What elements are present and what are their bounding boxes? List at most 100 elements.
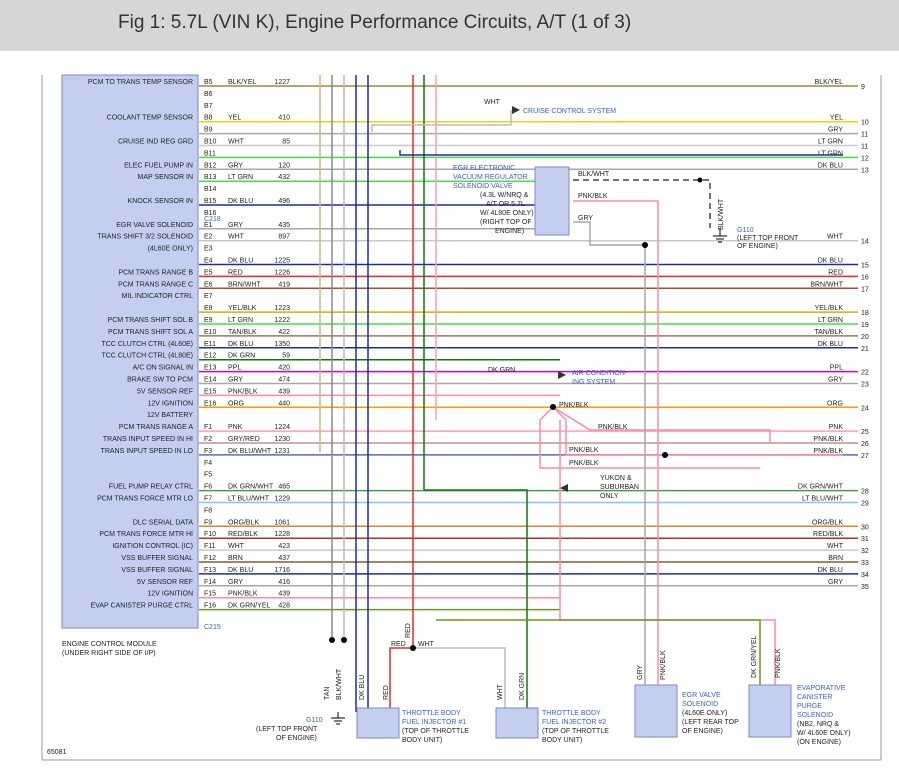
pin-function-label: 12V BATTERY [147,412,193,419]
wire-color-label: TAN/BLK [228,329,257,336]
pin-function-label: 12V IGNITION [147,400,193,407]
continuation-number: 11 [861,132,868,139]
pin-function-label: PCM TRANS FORCE MTR HI [99,531,193,538]
circuit-number: 1716 [274,567,290,574]
wire-color-label: DK BLU/WHT [228,448,272,455]
pin-id: B16 [204,210,217,217]
circuit-number: 420 [278,365,290,372]
pin-id: E3 [204,246,213,253]
svg-text:AIR CONDITION-: AIR CONDITION- [572,370,628,377]
svg-text:PNK/BLK: PNK/BLK [775,648,782,678]
right-wire-color-label: LT GRN [818,317,843,324]
continuation-number: 33 [861,560,869,567]
pin-id: B11 [204,150,216,157]
ground-icon [713,228,727,243]
pin-function-label: PCM TRANS FORCE MTR LO [97,496,193,503]
pin-function-label: A/C ON SIGNAL IN [133,365,193,372]
right-wire-color-label: BRN/WHT [810,281,843,288]
svg-text:(LEFT TOP FRONT: (LEFT TOP FRONT [737,235,799,242]
pin-id: F6 [204,484,212,491]
pin-id: E13 [204,365,217,372]
right-wire-color-label: GRY [828,127,843,134]
pin-id: E8 [204,305,213,312]
wire-color-label: BRN/WHT [228,281,261,288]
pin-id: B12 [204,162,217,169]
pin-function-label: ELEC FUEL PUMP IN [124,162,193,169]
pin-id: F7 [204,496,212,503]
continuation-number: 31 [861,536,869,543]
continuation-number: 28 [861,489,869,496]
circuit-number: 1228 [274,531,290,538]
wire-color-label: PNK/BLK [228,591,258,598]
svg-text:TAN: TAN [324,687,331,700]
svg-text:SOLENOID: SOLENOID [797,712,833,719]
svg-text:GRY: GRY [578,215,593,222]
circuit-number: 1225 [274,258,290,265]
svg-text:OF ENGINE): OF ENGINE) [682,728,723,735]
pin-id: B5 [204,79,213,86]
right-wire-color-label: LT BLU/WHT [802,496,844,503]
svg-text:RED: RED [391,641,406,648]
right-wire-color-label: LT GRN [818,139,843,146]
module-location: (UNDER RIGHT SIDE OF I/P) [62,650,156,657]
pin-id: E7 [204,293,213,300]
svg-text:PNK/BLK: PNK/BLK [660,650,667,680]
pin-id: E11 [204,341,216,348]
circuit-number: 419 [278,281,290,288]
continuation-number: 16 [861,274,869,281]
svg-text:(TOP OF THROTTLE: (TOP OF THROTTLE [402,728,469,735]
wire-color-label: WHT [228,543,245,550]
continuation-number: 17 [861,286,869,293]
wire-color-label: BLK/YEL [228,79,257,86]
circuit-number: 1229 [274,496,290,503]
pin-id: B8 [204,115,213,122]
wire-color-label: RED/BLK [228,531,258,538]
continuation-number: 13 [861,167,869,174]
svg-text:G110: G110 [737,227,754,234]
wire-color-label: DK GRN/WHT [228,484,274,491]
pin-id: F9 [204,519,212,526]
circuit-number: 1230 [274,436,290,443]
pin-id: B13 [204,174,217,181]
right-wire-color-label: LT GRN [818,150,843,157]
svg-text:DK BLU: DK BLU [359,675,366,700]
svg-text:GRY: GRY [637,665,644,680]
right-wire-color-label: ORG [827,400,843,407]
svg-text:RED: RED [405,623,412,638]
pin-id: E6 [204,281,213,288]
wire-color-label: LT GRN [228,317,253,324]
pin-function-label: 5V SENSOR REF [137,388,193,395]
svg-text:FUEL INJECTOR #2: FUEL INJECTOR #2 [542,719,606,726]
circuit-number: 437 [278,555,290,562]
circuit-number: 496 [278,198,290,205]
continuation-number: 18 [861,310,869,317]
continuation-number: 22 [861,370,869,377]
right-wire-color-label: DK BLU [818,567,843,574]
circuit-number: 897 [278,234,290,241]
svg-text:BLK/WHT: BLK/WHT [578,171,610,178]
pin-function-label: PCM TRANS RANGE A [119,424,193,431]
evap-box [748,684,792,738]
right-wire-color-label: PNK/BLK [813,448,843,455]
right-wire-color-label: DK BLU [818,258,843,265]
svg-text:(LEFT TOP FRONT: (LEFT TOP FRONT [256,726,318,733]
svg-text:W/ 4L60E ONLY): W/ 4L60E ONLY) [797,730,851,737]
ecm-box [61,74,199,629]
circuit-number: 416 [278,579,290,586]
pin-id: E16 [204,400,217,407]
svg-text:OF ENGINE): OF ENGINE) [276,735,317,742]
svg-text:(ON ENGINE): (ON ENGINE) [797,739,841,746]
circuit-number: 465 [278,484,290,491]
svg-text:(LEFT REAR TOP: (LEFT REAR TOP [682,719,739,726]
svg-text:ING SYSTEM: ING SYSTEM [572,379,615,386]
continuation-number: 34 [861,572,869,579]
pin-function-label: 12V IGNITION [147,591,193,598]
pin-id: F1 [204,424,212,431]
pin-function-label: COOLANT TEMP SENSOR [107,115,193,122]
svg-text:PNK/BLK: PNK/BLK [559,402,589,409]
pin-function-label: VSS BUFFER SIGNAL [121,555,193,562]
continuation-number: 11 [861,144,868,151]
circuit-number: 422 [278,329,290,336]
svg-text:WHT: WHT [497,683,504,700]
svg-text:ENGINE): ENGINE) [495,228,524,235]
